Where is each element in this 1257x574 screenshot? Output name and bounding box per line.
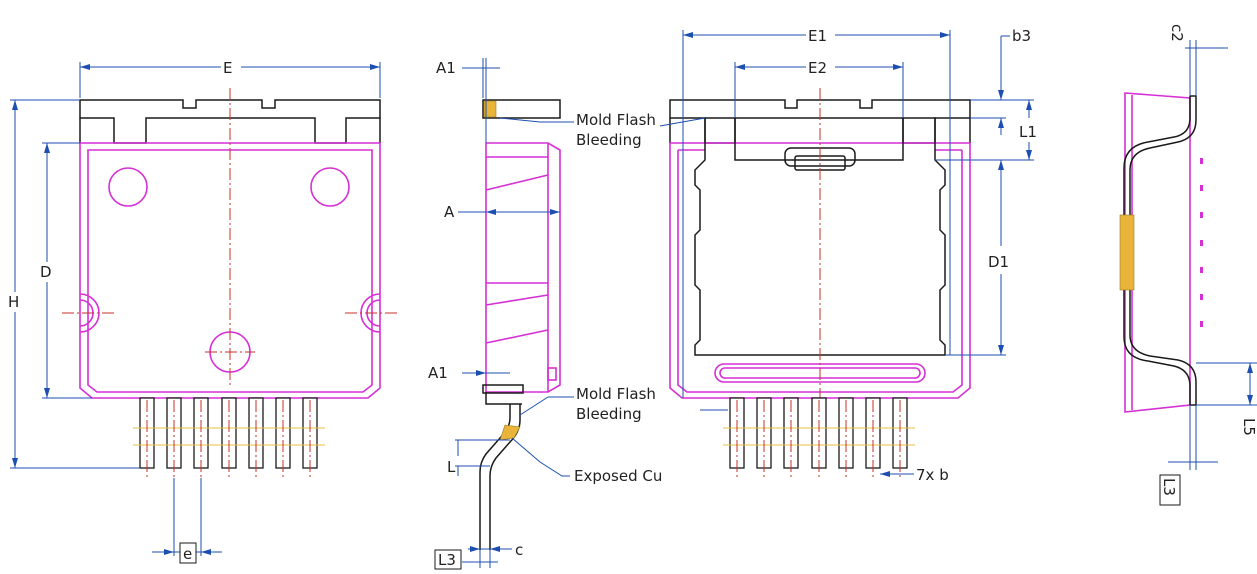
dim-c2-label: c2 xyxy=(1168,24,1186,42)
dim-A-label: A xyxy=(444,203,455,221)
side-view-tab xyxy=(482,99,561,119)
dim-E-label: E xyxy=(223,59,232,77)
dim-c-label: c xyxy=(515,541,523,559)
dim-D1-label: D1 xyxy=(988,253,1009,271)
callout-mold-flash-2: Mold Flash xyxy=(576,385,656,403)
side-view-lead xyxy=(479,404,521,550)
dim-L-label: L xyxy=(447,458,456,476)
bottom-view: E1 E2 b3 L1 D1 7x b xyxy=(659,27,1037,484)
dim-L3-right-label: L3 xyxy=(1160,478,1178,496)
mold-flash-top xyxy=(483,100,497,118)
dim-H-label: H xyxy=(8,293,19,311)
dim-b-label: 7x b xyxy=(916,466,949,484)
right-view-pin-marks xyxy=(1200,158,1203,327)
dim-e-label: e xyxy=(183,545,192,563)
exposed-cu-area xyxy=(499,424,521,441)
right-side-view: c2 L5 L3 xyxy=(1119,24,1257,506)
callout-mold-flash-1: Mold Flash xyxy=(576,111,656,129)
dim-A1-bottom-label: A1 xyxy=(428,364,448,382)
mounting-hole-left xyxy=(108,167,148,207)
dim-L3-side-label: L3 xyxy=(438,551,456,569)
dim-E1-label: E1 xyxy=(808,27,827,45)
dim-L5-label: L5 xyxy=(1240,418,1257,436)
top-view: E D H e xyxy=(8,59,398,564)
right-view-exposed-cu xyxy=(1119,214,1135,291)
dim-D-label: D xyxy=(40,263,52,281)
dim-E2-label: E2 xyxy=(808,59,827,77)
callout-bleeding-1: Bleeding xyxy=(576,131,642,149)
top-view-body xyxy=(79,142,381,399)
bottom-view-leads xyxy=(723,397,915,478)
callout-bleeding-2: Bleeding xyxy=(576,405,642,423)
callout-exposed-cu: Exposed Cu xyxy=(574,467,662,485)
exposed-pad xyxy=(694,117,946,356)
dim-b3-label: b3 xyxy=(1012,27,1031,45)
dim-L1-label: L1 xyxy=(1019,123,1037,141)
top-view-leads xyxy=(133,397,325,478)
bottom-view-body xyxy=(669,142,971,399)
mounting-hole-right xyxy=(310,167,350,207)
side-view: A1 A A1 L c L3 Mold Flash Bleeding Mol xyxy=(428,58,662,570)
dim-A1-top-label: A1 xyxy=(436,59,456,77)
